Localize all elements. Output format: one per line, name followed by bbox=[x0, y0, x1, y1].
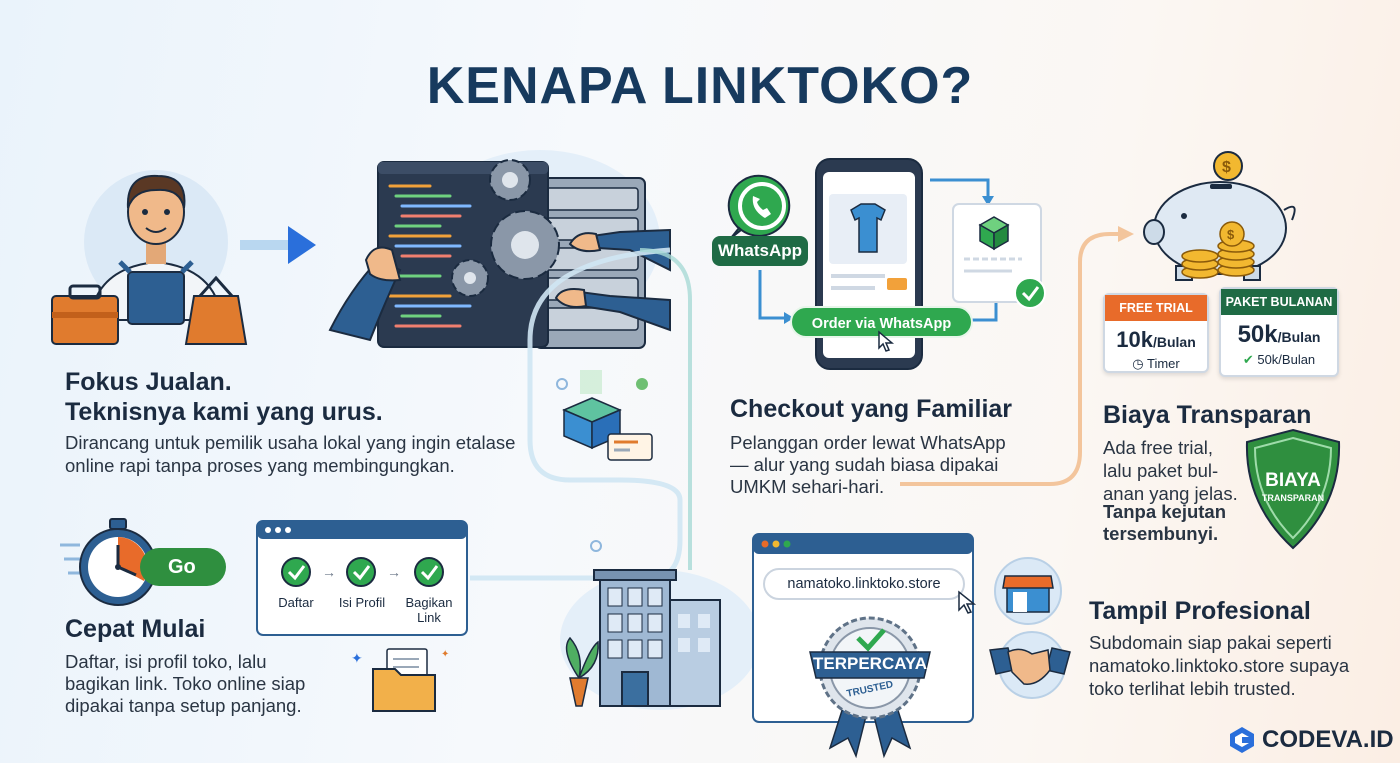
step-label-bagikan: Bagikan bbox=[405, 595, 453, 610]
office-building-illustration bbox=[560, 540, 760, 710]
storefront-icon bbox=[994, 557, 1062, 625]
svg-text:$: $ bbox=[1222, 159, 1231, 176]
brand-logo: CODEVA.ID bbox=[1228, 726, 1394, 754]
paket-bulanan-card: PAKET BULANAN 50k/Bulan ✔ 50k/Bulan bbox=[1219, 287, 1339, 377]
signup-steps-window: → → bbox=[256, 520, 468, 636]
check-icon bbox=[281, 557, 311, 587]
biaya-body-line1: Ada free trial, bbox=[1103, 437, 1214, 458]
cube-illustration bbox=[556, 370, 653, 461]
fokus-body-line2: online rapi tanpa proses yang membingung… bbox=[65, 455, 455, 476]
tampil-body-line1: Subdomain siap pakai seperti bbox=[1089, 632, 1332, 653]
svg-text:$: $ bbox=[1227, 227, 1235, 242]
svg-text:✦: ✦ bbox=[351, 650, 363, 666]
orange-flow-connector bbox=[900, 226, 1134, 486]
pointer-cursor-icon bbox=[958, 590, 977, 614]
free-trial-sub: ◷ Timer bbox=[1105, 356, 1207, 372]
biaya-body-bold2: tersembunyi. bbox=[1103, 523, 1219, 544]
whatsapp-label: WhatsApp bbox=[712, 236, 808, 266]
check-circle-icon: ✔ bbox=[1242, 352, 1254, 367]
svg-text:✦: ✦ bbox=[441, 649, 449, 660]
handshake-icon bbox=[989, 631, 1071, 699]
fokus-body-line1: Dirancang untuk pemilik usaha lokal yang… bbox=[65, 432, 516, 453]
paket-sub-text: 50k/Bulan bbox=[1257, 352, 1316, 367]
trusted-badge-icon bbox=[809, 616, 931, 759]
svg-text:→: → bbox=[387, 564, 401, 580]
code-screen-gears-illustration bbox=[328, 150, 671, 349]
cepat-heading: Cepat Mulai bbox=[65, 615, 206, 643]
shield-icon bbox=[1245, 428, 1341, 550]
svg-text:→: → bbox=[322, 564, 336, 580]
paket-price: 50k/Bulan bbox=[1221, 321, 1337, 349]
fokus-heading-line2: Teknisnya kami yang urus. bbox=[65, 398, 383, 426]
paket-sub: ✔ 50k/Bulan bbox=[1221, 352, 1337, 368]
cursor-icon bbox=[878, 330, 895, 352]
codeva-logo-icon bbox=[1230, 727, 1254, 753]
tampil-heading: Tampil Profesional bbox=[1089, 597, 1311, 625]
checkout-body-line2: — alur yang sudah biasa dipakai bbox=[730, 454, 999, 475]
free-trial-sub-text: Timer bbox=[1146, 356, 1180, 371]
stopwatch-icon bbox=[60, 518, 157, 606]
free-trial-price-unit: /Bulan bbox=[1152, 334, 1196, 350]
paket-header: PAKET BULANAN bbox=[1221, 289, 1337, 315]
biaya-body-bold1: Tanpa kejutan bbox=[1103, 501, 1227, 522]
checkout-body-line3: UMKM sehari-hari. bbox=[730, 476, 885, 497]
cepat-body-line1: Daftar, isi profil toko, lalu bbox=[65, 651, 267, 672]
url-bar[interactable]: namatoko.linktoko.store bbox=[763, 568, 965, 600]
free-trial-price: 10k/Bulan bbox=[1105, 327, 1207, 353]
paket-price-value: 50k bbox=[1237, 321, 1278, 348]
biaya-body-line2: lalu paket bul- bbox=[1103, 460, 1219, 481]
fokus-heading-line1: Fokus Jualan. bbox=[65, 368, 232, 396]
free-trial-card: FREE TRIAL 10k/Bulan ◷ Timer bbox=[1103, 293, 1209, 373]
flow-connector-line bbox=[470, 247, 692, 581]
cepat-body-line3: dipakai tanpa setup panjang. bbox=[65, 695, 302, 716]
step-label-isi-profil: Isi Profil bbox=[338, 595, 386, 610]
paket-price-unit: /Bulan bbox=[1277, 329, 1321, 345]
biaya-body-line3: anan yang jelas. bbox=[1103, 483, 1238, 504]
free-trial-price-value: 10k bbox=[1116, 327, 1153, 352]
shopkeeper-illustration bbox=[51, 170, 248, 345]
tampil-body-line2: namatoko.linktoko.store supaya bbox=[1089, 655, 1350, 676]
cepat-body-line2: bagikan link. Toko online siap bbox=[65, 673, 306, 694]
tampil-body-line3: toko terlihat lebih trusted. bbox=[1089, 678, 1296, 699]
clock-icon: ◷ bbox=[1132, 356, 1144, 371]
folder-icon: ✦ ✦ bbox=[351, 648, 449, 712]
right-arrow-icon bbox=[240, 226, 316, 264]
biaya-heading: Biaya Transparan bbox=[1103, 401, 1312, 429]
checkout-body-line1: Pelanggan order lewat WhatsApp bbox=[730, 432, 1006, 453]
badge-text-terpercaya: TERPERCAYA bbox=[812, 654, 927, 673]
piggy-bank-icon: $ $ bbox=[1143, 151, 1296, 281]
brand-name: CODEVA.ID bbox=[1262, 726, 1394, 753]
checkout-heading: Checkout yang Familiar bbox=[730, 395, 1013, 423]
flow-arrows bbox=[758, 178, 998, 326]
page-title: KENAPA LINKTOKO? bbox=[426, 57, 974, 115]
go-button[interactable]: Go bbox=[140, 548, 226, 586]
order-receipt-card bbox=[952, 203, 1046, 309]
shield-text-transparan: TRANSPARAN bbox=[1261, 493, 1325, 503]
whatsapp-logo-icon bbox=[727, 174, 791, 239]
free-trial-header: FREE TRIAL bbox=[1105, 295, 1207, 321]
shield-text-biaya: BIAYA bbox=[1265, 470, 1321, 491]
step-label-link: Link bbox=[417, 610, 441, 625]
step-label-daftar: Daftar bbox=[278, 595, 314, 610]
